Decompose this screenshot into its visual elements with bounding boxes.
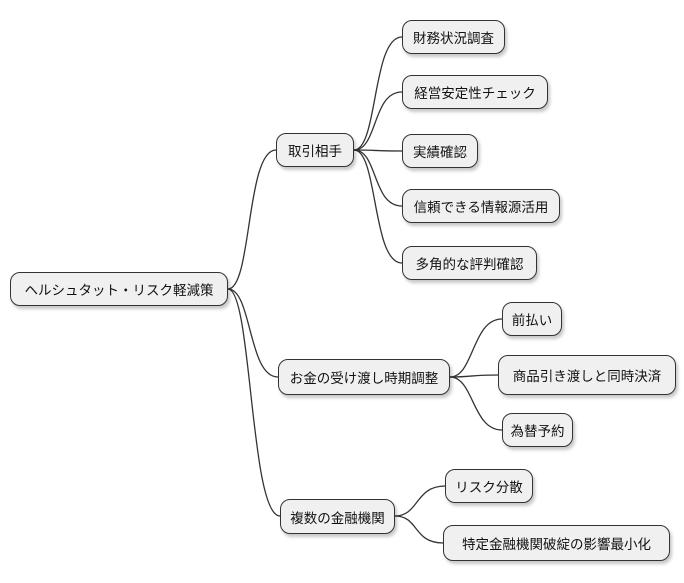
node-risk-diversification: リスク分散 — [445, 469, 533, 503]
node-counterparty: 取引相手 — [276, 133, 354, 167]
node-reliable-information-sources: 信頼できる情報源活用 — [402, 189, 560, 223]
edge-counterparty-to-stability-check — [353, 91, 403, 151]
node-minimize-institution-failure-impact: 特定金融機関破綻の影響最小化 — [443, 525, 670, 561]
edge-root-to-multiple-institutions — [227, 288, 281, 517]
node-advance-payment: 前払い — [502, 302, 562, 336]
node-management-stability-check: 経営安定性チェック — [402, 75, 548, 109]
node-payment-timing-adjustment: お金の受け渡し時期調整 — [278, 359, 450, 395]
edge-timing-to-simultaneous-settlement — [449, 374, 499, 378]
edge-counterparty-to-track-record — [353, 149, 403, 152]
node-simultaneous-settlement: 商品引き渡しと同時決済 — [498, 355, 676, 395]
edge-root-to-counterparty — [227, 149, 277, 290]
edge-timing-to-forward-exchange — [449, 376, 503, 431]
node-multiple-financial-institutions: 複数の金融機関 — [280, 499, 395, 534]
node-financial-status-survey: 財務状況調査 — [402, 20, 505, 54]
edge-root-to-payment-timing — [227, 288, 279, 378]
node-root: ヘルシュタット・リスク軽減策 — [10, 272, 228, 306]
node-forward-exchange-contract: 為替予約 — [502, 413, 573, 447]
edge-counterparty-to-reliable-sources — [353, 149, 403, 207]
node-multifaceted-reputation-check: 多角的な評判確認 — [402, 246, 537, 280]
edge-counterparty-to-reputation-check — [353, 149, 403, 264]
edge-institutions-to-risk-diversification — [394, 485, 446, 517]
node-track-record-check: 実績確認 — [402, 134, 478, 168]
edge-counterparty-to-financial-status — [353, 36, 403, 151]
edge-institutions-to-minimize-impact — [394, 515, 444, 544]
edge-timing-to-advance-payment — [449, 318, 503, 378]
